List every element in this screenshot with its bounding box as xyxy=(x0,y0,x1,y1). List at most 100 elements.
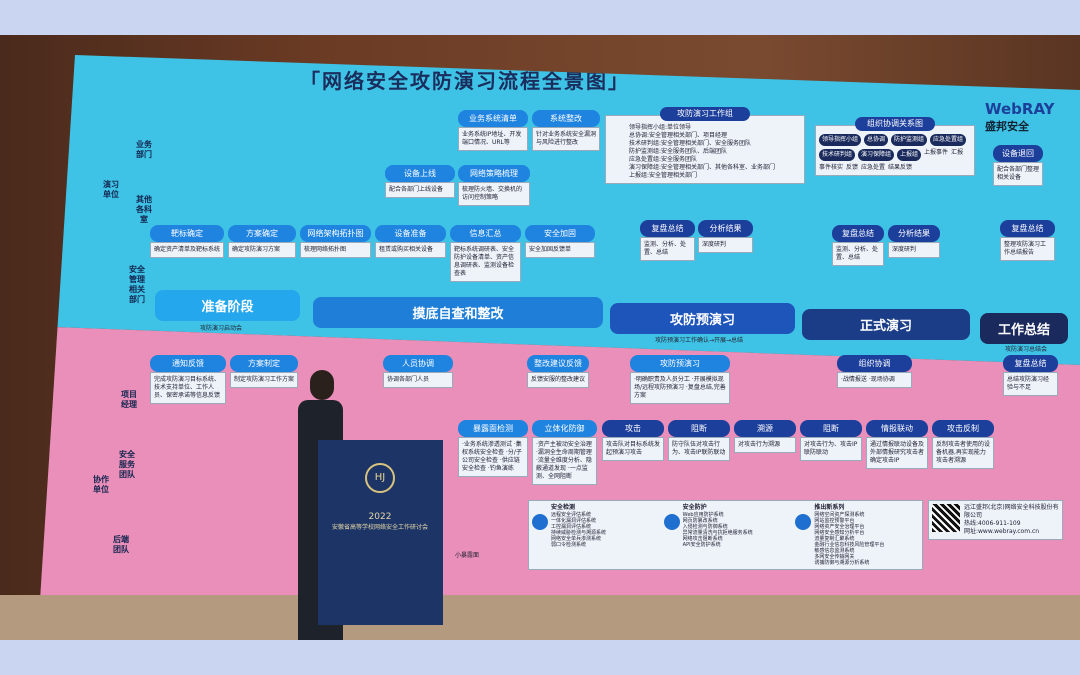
step-text: 攻击队对目标系统发起预演习攻击 xyxy=(602,437,664,461)
product-item: 网页防篡改系统 xyxy=(682,518,718,524)
workgroup-line: 防护监测组:安全服务团队、后端团队 xyxy=(629,148,728,155)
org-node: 技术研判组 xyxy=(819,149,856,161)
step-text: 监测、分析、处置、总结 xyxy=(640,237,695,261)
step-label: 网络策略梳理 xyxy=(458,165,530,182)
process-step: 情报联动通过情报联动设备及外部情报研究攻击者确定攻击IP xyxy=(866,420,928,469)
org-node: 防护监测组 xyxy=(891,134,928,146)
process-step: 网络策略梳理梳理防火墙、交换机的访问控制策略 xyxy=(458,165,530,206)
phase-formal-drill: 正式演习 xyxy=(802,309,970,340)
step-text: 梳理防火墙、交换机的访问控制策略 xyxy=(458,182,530,206)
product-category: 安全检测 xyxy=(551,504,576,511)
process-step: 设备上线配合各部门上线设备 xyxy=(385,165,455,198)
step-label: 设备准备 xyxy=(375,225,446,242)
product-category: 安全防护 xyxy=(682,504,707,511)
product-item: 诱捕防御与溯源分析系统 xyxy=(814,560,870,566)
process-step: 溯源对攻击行为溯源 xyxy=(734,420,796,453)
product-icon xyxy=(663,514,680,530)
workgroup-line: 上报组:安全管理相关部门 xyxy=(629,172,698,179)
workgroup-line: 应急处置组:安全服务团队 xyxy=(629,156,698,163)
phase-note-summary: 攻防演习总结会 xyxy=(1005,346,1048,353)
process-step: 阻断对攻击行为、攻击IP联防联动 xyxy=(800,420,862,461)
product-item: 多网安全传输网关 xyxy=(814,554,855,560)
product-item: Web应用防护系统 xyxy=(682,512,724,518)
step-text: 确定攻防演习方案 xyxy=(228,242,296,258)
product-item: 工控漏洞评估系统 xyxy=(551,524,592,530)
step-label: 攻防预演习 xyxy=(630,355,730,372)
step-label: 溯源 xyxy=(734,420,796,437)
speaker-head xyxy=(310,370,334,400)
step-text: 对攻击行为溯源 xyxy=(734,437,796,453)
step-label: 安全加固 xyxy=(525,225,595,242)
step-text: ·战情报送 ·现场协调 xyxy=(837,372,912,388)
process-step: 安全加固安全加固反馈单 xyxy=(525,225,595,258)
workgroup-label: 攻防演习工作组 xyxy=(660,107,750,121)
product-item: 网络攻击阻断系统 xyxy=(682,536,723,542)
step-text: 租赁或购买相关设备 xyxy=(375,242,446,258)
step-label: 人员协调 xyxy=(383,355,453,372)
step-text: 反馈安服的整改建议 xyxy=(527,372,589,388)
step-text: 通过情报联动设备及外部情报研究攻击者确定攻击IP xyxy=(866,437,928,469)
step-label: 攻击 xyxy=(602,420,664,437)
product-item: 异常流量清洗与抗拒绝服务系统 xyxy=(682,530,753,536)
product-item: 网络安全感知分析平台 xyxy=(814,530,865,536)
diagram-title: 「网络安全攻防演习流程全景图」 xyxy=(300,69,630,93)
product-item: 敏感信息监测系统 xyxy=(814,548,855,554)
lane-backend: 后端团队 xyxy=(113,535,129,554)
product-item: 远程安全评估系统 xyxy=(551,512,592,518)
lane-drill-unit: 演习单位 xyxy=(103,180,119,199)
lane-security-mgmt: 安全管理相关部门 xyxy=(129,265,145,304)
step-text: 安全加固反馈单 xyxy=(525,242,595,258)
step-label: 方案确定 xyxy=(228,225,296,242)
process-step: 整改建议反馈反馈安服的整改建议 xyxy=(527,355,589,388)
phase-pre-drill: 攻防预演习 xyxy=(610,303,795,334)
step-text: 协调各部门人员 xyxy=(383,372,453,388)
contact-site: 网址:www.webray.com.cn xyxy=(964,528,1040,535)
org-edge-label: 反馈 xyxy=(846,164,859,171)
step-label: 系统整改 xyxy=(532,110,600,127)
process-step: 通知反馈完成攻防演习目标系统、技术支持单位、工作人员、保密承诺等信息反馈 xyxy=(150,355,226,404)
process-step: 复盘总结总结攻防演习经验与不足 xyxy=(1003,355,1058,396)
product-group: 推出新系列网络空间资产探测系统网站监控预警平台网络资产安全治理平台网络安全感知分… xyxy=(795,504,919,566)
stage-floor xyxy=(0,595,1080,640)
step-text: 梳理网络拓扑图 xyxy=(300,242,371,258)
product-group: 安全检测远程安全评估系统一体化漏洞评估系统工控漏洞评估系统持续威胁检测与溯源系统… xyxy=(532,504,656,566)
step-text: 防守队伍对攻击行为、攻击IP联防联动 xyxy=(668,437,730,461)
step-label: 整改建议反馈 xyxy=(527,355,589,372)
product-item: 一体化漏洞评估系统 xyxy=(551,518,597,524)
process-step: 设备退回配合各部门整理相关设备 xyxy=(993,145,1043,186)
org-chart-card: 组织协调关系图 领导指挥小组总协调防护监测组应急处置组技术研判组演习保障组上报组… xyxy=(815,117,975,176)
step-text: 整理攻防演习工作总结报告 xyxy=(1000,237,1055,261)
step-label: 复盘总结 xyxy=(1003,355,1058,372)
step-label: 复盘总结 xyxy=(832,225,884,242)
step-text: ·资产主被动安全治理 ·漏洞全生命周期管理 ·流量全维度分析、隐蔽通道发现 ·一… xyxy=(532,437,597,485)
phase-summary: 工作总结 xyxy=(980,313,1068,344)
org-node: 应急处置组 xyxy=(930,134,967,146)
step-label: 通知反馈 xyxy=(150,355,226,372)
step-text: 靶标系统调研表、安全防护设备清单、资产信息调研表、监测设备检查表 xyxy=(450,242,521,282)
workgroup-card: 攻防演习工作组 领导指挥小组:单位领导总协调:安全管理相关部门、项目经理技术研判… xyxy=(605,107,805,184)
process-step: 业务系统清单业务系统IP地址、开发端口情况、URL等 xyxy=(458,110,528,151)
product-list: 安全检测远程安全评估系统一体化漏洞评估系统工控漏洞评估系统持续威胁检测与溯源系统… xyxy=(551,504,606,566)
phase-prep: 准备阶段 xyxy=(155,290,300,321)
step-label: 复盘总结 xyxy=(640,220,695,237)
contact-company: 远江盛邦(北京)网络安全科技股份有限公司 xyxy=(964,504,1059,519)
podium-seal: HJ xyxy=(365,463,395,493)
step-text: 针对业务系统安全漏洞与风险进行整改 xyxy=(532,127,600,151)
process-step: 复盘总结整理攻防演习工作总结报告 xyxy=(1000,220,1055,261)
step-label: 信息汇总 xyxy=(450,225,521,242)
process-step: 系统整改针对业务系统安全漏洞与风险进行整改 xyxy=(532,110,600,151)
lane-other: 其他各科室 xyxy=(136,195,152,224)
step-label: 网络架构拓扑图 xyxy=(300,225,371,242)
product-category: 推出新系列 xyxy=(814,504,845,511)
step-text: 监测、分析、处置、总结 xyxy=(832,242,884,266)
step-text: 业务系统IP地址、开发端口情况、URL等 xyxy=(458,127,528,151)
step-label: 攻击反制 xyxy=(932,420,994,437)
contact-hotline: 热线:4006-911-109 xyxy=(964,520,1021,527)
step-text: 总结攻防演习经验与不足 xyxy=(1003,372,1058,396)
phase-note-kickoff: 攻防演习启动会 xyxy=(200,325,243,332)
backend-note: 小暴露面 xyxy=(455,552,480,559)
process-step: 暴露面检测·业务系统渗透测试 ·集权系统安全检查 ·分/子公司安全检查 ·供应链… xyxy=(458,420,528,477)
